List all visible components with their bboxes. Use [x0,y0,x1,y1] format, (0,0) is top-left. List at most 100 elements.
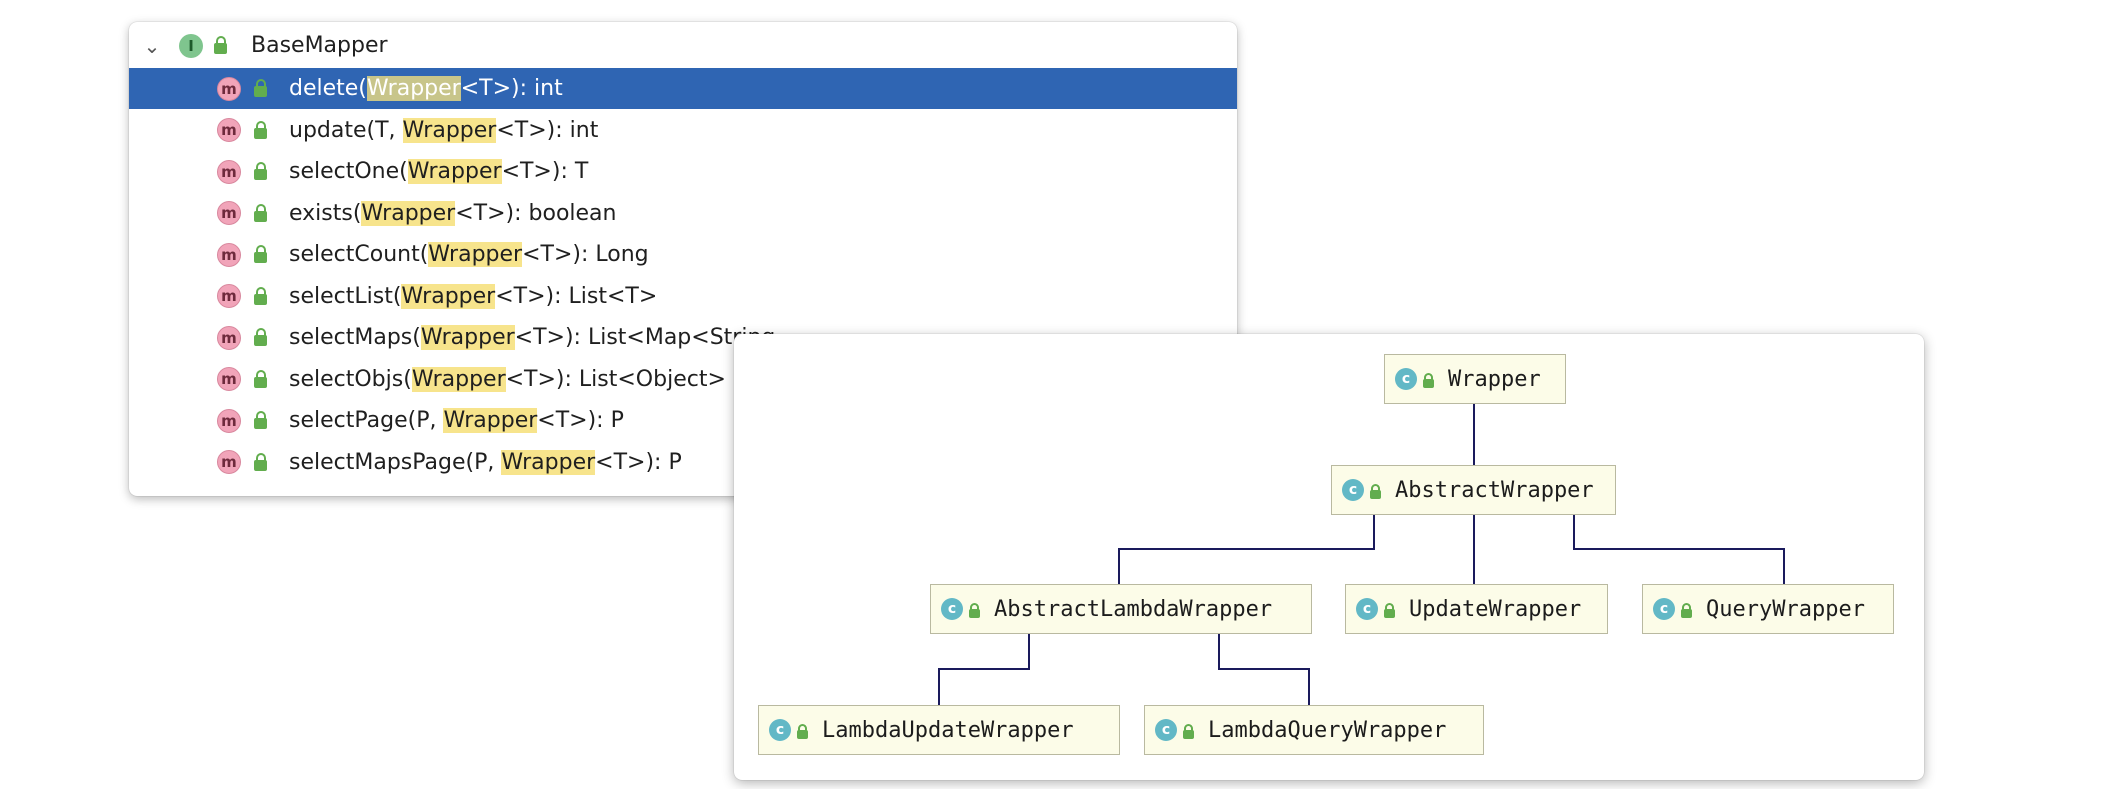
method-signature: exists(Wrapper<T>): boolean [289,200,617,226]
search-highlight: Wrapper [428,242,523,267]
public-lock-icon [254,452,267,471]
node-lambda-update-wrapper[interactable]: c LambdaUpdateWrapper [758,705,1120,755]
method-icon: m [217,325,241,350]
class-icon: c [1653,598,1675,620]
method-icon: m [217,408,241,433]
node-wrapper[interactable]: c Wrapper [1384,354,1566,404]
method-signature: selectMapsPage(P, Wrapper<T>): P [289,449,682,475]
edge-lambdaupdatewrapper-to-abstractlambdawrapper [938,599,1042,705]
tree-method-row[interactable]: m selectMapsPage(P, Wrapper<T>): P [129,442,1237,483]
tree-root-basemapper[interactable]: ⌄ I BaseMapper [129,25,1237,66]
method-icon: m [217,367,241,391]
class-icon: c [1356,598,1378,620]
edge-abstractlambdawrapper-to-abstractwrapper [1118,479,1387,584]
edge-lambdaquerywrapper-to-abstractlambdawrapper [1218,599,1310,705]
method-name: selectObjs( [289,366,412,392]
search-highlight: Wrapper [407,159,502,184]
method-return: <T>): boolean [455,200,617,226]
public-lock-icon [254,328,267,346]
public-lock-icon [254,162,267,180]
public-lock-icon [1384,602,1395,618]
method-signature: update(T, Wrapper<T>): int [289,117,599,143]
method-icon: m [217,159,241,184]
public-lock-icon [254,411,267,429]
search-highlight: Wrapper [361,200,456,226]
method-icon: m [217,284,241,308]
method-signature: selectList(Wrapper<T>): List<T> [289,283,658,309]
method-signature: selectPage(P, Wrapper<T>): P [289,408,624,433]
method-signature: selectOne(Wrapper<T>): T [289,159,588,184]
method-name: selectList( [289,283,402,309]
node-label: QueryWrapper [1706,596,1865,622]
search-highlight: Wrapper [402,117,497,143]
method-return: <T>): List<Map<String [514,325,776,350]
node-label: AbstractLambdaWrapper [994,596,1273,622]
method-icon: m [217,450,241,474]
node-abstract-lambda-wrapper[interactable]: c AbstractLambdaWrapper [930,584,1312,634]
node-label: UpdateWrapper [1409,596,1582,622]
class-icon: c [941,598,963,620]
method-name: selectCount( [289,242,429,267]
public-lock-icon [1183,723,1194,739]
node-label: LambdaUpdateWrapper [822,717,1074,743]
search-highlight: Wrapper [411,366,506,392]
method-signature: selectMaps(Wrapper<T>): List<Map<String [289,325,775,350]
method-return: <T>): P [595,449,682,475]
public-lock-icon [1370,483,1381,499]
method-return: <T>): List<Object> [505,366,726,392]
interface-icon: I [179,33,203,58]
method-name: selectMapsPage(P, [289,449,502,475]
method-return: <T>): int [460,76,563,101]
class-icon: c [1395,368,1417,390]
tree-method-row[interactable]: m selectMaps(Wrapper<T>): List<Map<String [129,317,1237,358]
tree-method-row[interactable]: m exists(Wrapper<T>): boolean [129,193,1237,234]
method-name: update(T, [289,117,403,143]
tree-method-row[interactable]: m selectList(Wrapper<T>): List<T> [129,276,1237,317]
method-icon: m [217,201,241,225]
method-name: selectPage(P, [289,408,444,433]
tree-method-row[interactable]: m delete(Wrapper<T>): int [129,68,1237,109]
node-label: Wrapper [1448,366,1541,392]
node-update-wrapper[interactable]: c UpdateWrapper [1345,584,1608,634]
tree-method-row[interactable]: m selectOne(Wrapper<T>): T [129,151,1237,192]
method-return: <T>): List<T> [495,283,658,309]
public-lock-icon [254,369,267,388]
method-return: <T>): Long [522,242,649,267]
search-highlight: Wrapper [366,76,461,101]
public-lock-icon [254,245,267,263]
public-lock-icon [1681,602,1692,618]
method-return: <T>): P [537,408,624,433]
method-icon: m [217,76,241,101]
class-icon: c [1155,719,1177,741]
edge-querywrapper-to-abstractwrapper [1573,479,1785,584]
node-lambda-query-wrapper[interactable]: c LambdaQueryWrapper [1144,705,1484,755]
method-signature: selectObjs(Wrapper<T>): List<Object> [289,366,726,392]
class-icon: c [769,719,791,741]
public-lock-icon [214,36,227,54]
method-name: selectOne( [289,159,408,184]
public-lock-icon [254,120,267,139]
tree-root-label: BaseMapper [251,33,388,58]
public-lock-icon [969,602,980,618]
node-query-wrapper[interactable]: c QueryWrapper [1642,584,1894,634]
method-name: exists( [289,200,362,226]
method-return: <T>): int [496,117,599,143]
search-highlight: Wrapper [443,408,538,433]
public-lock-icon [1423,372,1434,388]
tree-method-row[interactable]: m selectObjs(Wrapper<T>): List<Object> [129,359,1237,400]
hierarchy-edges [938,369,1785,705]
method-signature: delete(Wrapper<T>): int [289,76,563,101]
search-highlight: Wrapper [401,283,496,309]
public-lock-icon [797,723,808,739]
chevron-down-icon[interactable]: ⌄ [143,33,161,58]
search-highlight: Wrapper [420,325,515,350]
public-lock-icon [254,203,267,222]
node-label: LambdaQueryWrapper [1208,717,1447,743]
public-lock-icon [254,286,267,305]
tree-method-row[interactable]: m selectPage(P, Wrapper<T>): P [129,400,1237,441]
